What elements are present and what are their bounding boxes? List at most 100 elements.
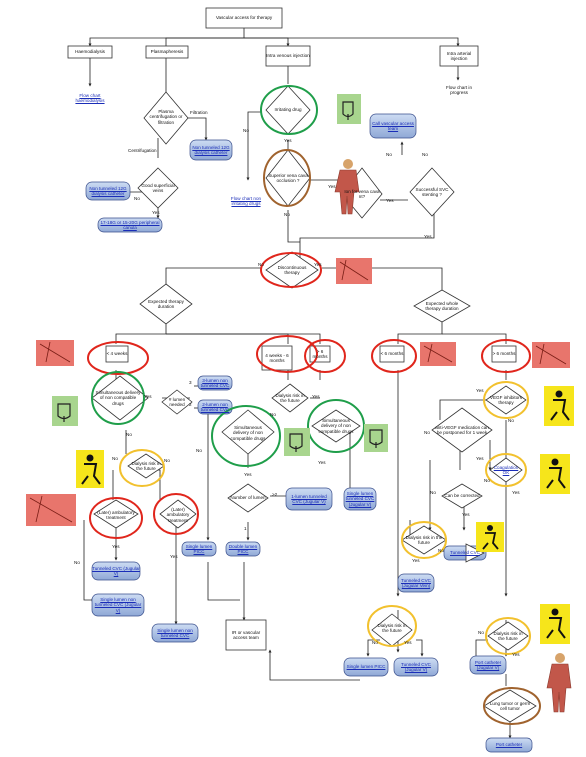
can-correct-decision: Can be corrected	[444, 493, 480, 499]
edge-yes: Yes	[412, 558, 420, 563]
link-tunneled-jugular-bottom[interactable]: Tunneled CVC (Jugular V)	[401, 661, 431, 672]
patient-icon	[476, 522, 504, 552]
link-tunneled-right[interactable]: Tunneled CVC	[450, 550, 480, 556]
flow-progress: Flow chart in progress	[445, 84, 473, 95]
link-single-nontunneled-jugular[interactable]: Single lumen non tunneled CVC (Jugular V…	[94, 597, 142, 613]
lung-tumor-decision: Lung tumor or germ cell tumor	[489, 700, 531, 711]
ion-decision: Ion for vena cava nt?	[344, 188, 380, 199]
edge-yes: Yes	[476, 388, 484, 393]
number-lumen-decision: Number of lumen	[230, 495, 266, 501]
edge-yes: Yes	[462, 512, 470, 517]
anti-vegf-decision: anti-VEGF medication can be postponed fo…	[435, 424, 489, 435]
edge-filtration: Filtration	[190, 110, 208, 115]
edge-yes: Yes	[144, 394, 152, 399]
link-flow-haemodialysis[interactable]: Flow chart haemodialysis	[75, 92, 105, 103]
dialysis-bottom-decision: Dialysis risk in the future	[377, 622, 407, 633]
edge-centrifugation: Centrifugation	[128, 148, 157, 153]
dialysis-mid-decision: Dialysis risk in the future	[275, 392, 305, 403]
highlight-circles	[87, 85, 541, 725]
expected-whole-decision: Expected whole therapy duration	[425, 300, 459, 311]
dialysis-left-decision: Dialysis risk in the future	[131, 460, 161, 471]
edge-gt2: >2	[272, 492, 278, 497]
link-port-jugular[interactable]: Port catheter (Jugular V)	[474, 659, 502, 670]
edge-no: No	[258, 262, 264, 267]
edge-yes: Yes	[170, 554, 178, 559]
link-cannula[interactable]: 17-18G or 15-20G peripheral canula	[100, 219, 160, 230]
link-coagulation[interactable]: Coagulation OK	[493, 464, 519, 475]
edge-no: No	[386, 152, 392, 157]
edge-two: 2	[189, 402, 192, 407]
link-non-tunneled-filtration[interactable]: Non tunneled 12G dialysis catheter	[192, 144, 230, 155]
svc-decision: Superior vena cava occlusion ?	[268, 172, 308, 183]
plasma-decision: Plasma centrifugation or filtration	[149, 109, 183, 125]
patient-icon	[540, 604, 570, 644]
edge-no: No	[372, 640, 378, 645]
calendar-icon	[336, 258, 372, 284]
edge-no: No	[438, 548, 444, 553]
branch-intra-arterial: Intra arterial injection	[446, 50, 472, 61]
decision-diamonds	[91, 85, 537, 723]
branch-haemodialysis: Haemodialysis	[75, 49, 105, 55]
patient-icon	[544, 386, 574, 426]
ambulatory-mid-decision: (Later) ambulatory treatment	[166, 507, 190, 523]
discontinuous-decision: Discontinuous therapy	[277, 264, 307, 275]
dialysis-right-decision: Dialysis risk in the future	[405, 534, 443, 545]
edge-yes: Yes	[284, 138, 292, 143]
edge-yes: Yes	[476, 456, 484, 461]
expected-duration-decision: Expected therapy duration	[148, 298, 184, 309]
branch-iv-injection: Intra venous injection	[266, 53, 310, 59]
link-tunneled-jugular-left[interactable]: Tunneled CVC (Jugular V)	[92, 565, 140, 576]
link-call-team[interactable]: Call vascular access team	[372, 120, 414, 131]
link-tunneled-1lumen[interactable]: 1-lumen tunneled CVC (Jugular V)	[291, 493, 327, 504]
link-non-tunneled-centri[interactable]: Non tunneled 12G dialysis catheter	[89, 185, 127, 196]
edge-yes: Yes	[512, 490, 520, 495]
edge-yes: Yes	[318, 460, 326, 465]
link-single-picc-bottom[interactable]: Single lumen PICC	[346, 664, 386, 670]
edge-no: No	[508, 418, 514, 423]
link-tunneled-jugular-vein[interactable]: Tunneled CVC (Jugular Vein)	[401, 577, 431, 588]
edge-no: No	[196, 448, 202, 453]
link-flow-nonirritating[interactable]: Flow chart non irritating drugs	[230, 195, 262, 206]
link-single-tunneled-6m[interactable]: Single lumen tunneled CVC (Jugular V)	[345, 491, 375, 507]
lumen-needed-decision: # lumen needed	[168, 396, 186, 407]
simul-mid-decision: Simultaneous delivery of non compatible …	[230, 425, 266, 441]
gt6m-mid-box: > 6 months	[312, 348, 328, 359]
stenting-decision: Successful SVC stenting ?	[415, 186, 449, 197]
calendar-icon	[26, 494, 76, 526]
edge-no: No	[422, 152, 428, 157]
edge-yes: Yes	[112, 544, 120, 549]
edge-yes: Yes	[404, 640, 412, 645]
patient-icon	[76, 450, 104, 488]
link-3lumen[interactable]: 3-lumen non tunneled CVC	[200, 377, 230, 388]
edge-no: No	[424, 430, 430, 435]
link-single-picc[interactable]: Single lumen PICC	[185, 543, 213, 554]
edge-three: 3	[189, 380, 192, 385]
drip-bag-icon	[52, 396, 78, 426]
link-2lumen[interactable]: 2-lumen non tunneled CVC	[200, 401, 230, 412]
link-port-catheter[interactable]: Port catheter	[495, 742, 523, 748]
drip-bag-icon	[337, 94, 361, 124]
connector-lines	[83, 28, 512, 739]
edge-one: 1	[244, 526, 247, 531]
calendar-icon	[420, 342, 456, 366]
link-double-picc[interactable]: Double lumen PICC	[228, 543, 258, 554]
edge-yes: Yes	[328, 184, 336, 189]
ir-team-box: IR or vascular access team	[231, 629, 261, 640]
drip-bag-icon	[364, 424, 388, 452]
edge-no: No	[430, 490, 436, 495]
edge-no: No	[270, 412, 276, 417]
edge-yes: Yes	[512, 652, 520, 657]
vegf-decision: VEGF inhibitors therapy	[489, 394, 523, 405]
patient-icon	[540, 454, 570, 494]
calendar-icon	[36, 340, 74, 366]
edge-yes: Yes	[386, 198, 394, 203]
drip-bag-icon	[284, 428, 310, 456]
edge-no: No	[484, 478, 490, 483]
link-single-nontunneled[interactable]: Single lumen non tunneled CVC	[157, 627, 193, 638]
lt6m-box: < 6 months	[380, 351, 404, 357]
body-anatomy-icon	[334, 159, 360, 215]
edge-no: No	[126, 432, 132, 437]
body-anatomy-icon	[546, 653, 572, 713]
edge-yes: Yes	[152, 210, 160, 215]
root-node: Vascular access for therapy	[215, 15, 273, 21]
